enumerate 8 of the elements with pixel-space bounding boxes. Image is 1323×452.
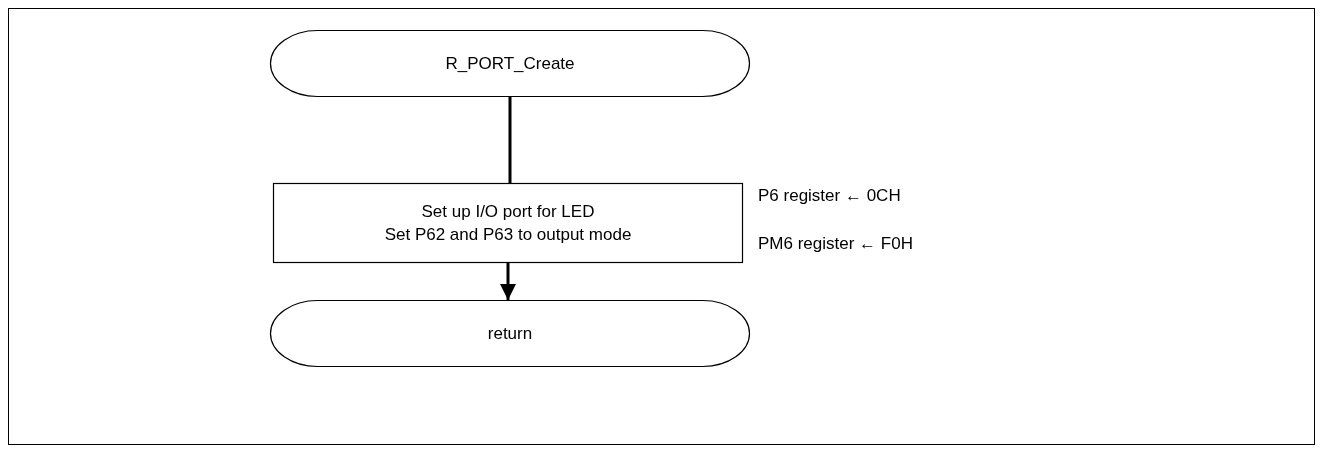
node-text: return bbox=[487, 323, 533, 345]
arrow bbox=[500, 263, 516, 300]
node-text: R_PORT_Create bbox=[445, 53, 575, 75]
annotation-text: P6 register ← 0CH bbox=[758, 186, 901, 206]
process-box bbox=[272, 182, 744, 264]
annotation-text: PM6 register ← F0H bbox=[758, 234, 913, 254]
node-text: Set up I/O port for LED bbox=[421, 201, 595, 223]
node-text: Set P62 and P63 to output mode bbox=[384, 224, 632, 246]
